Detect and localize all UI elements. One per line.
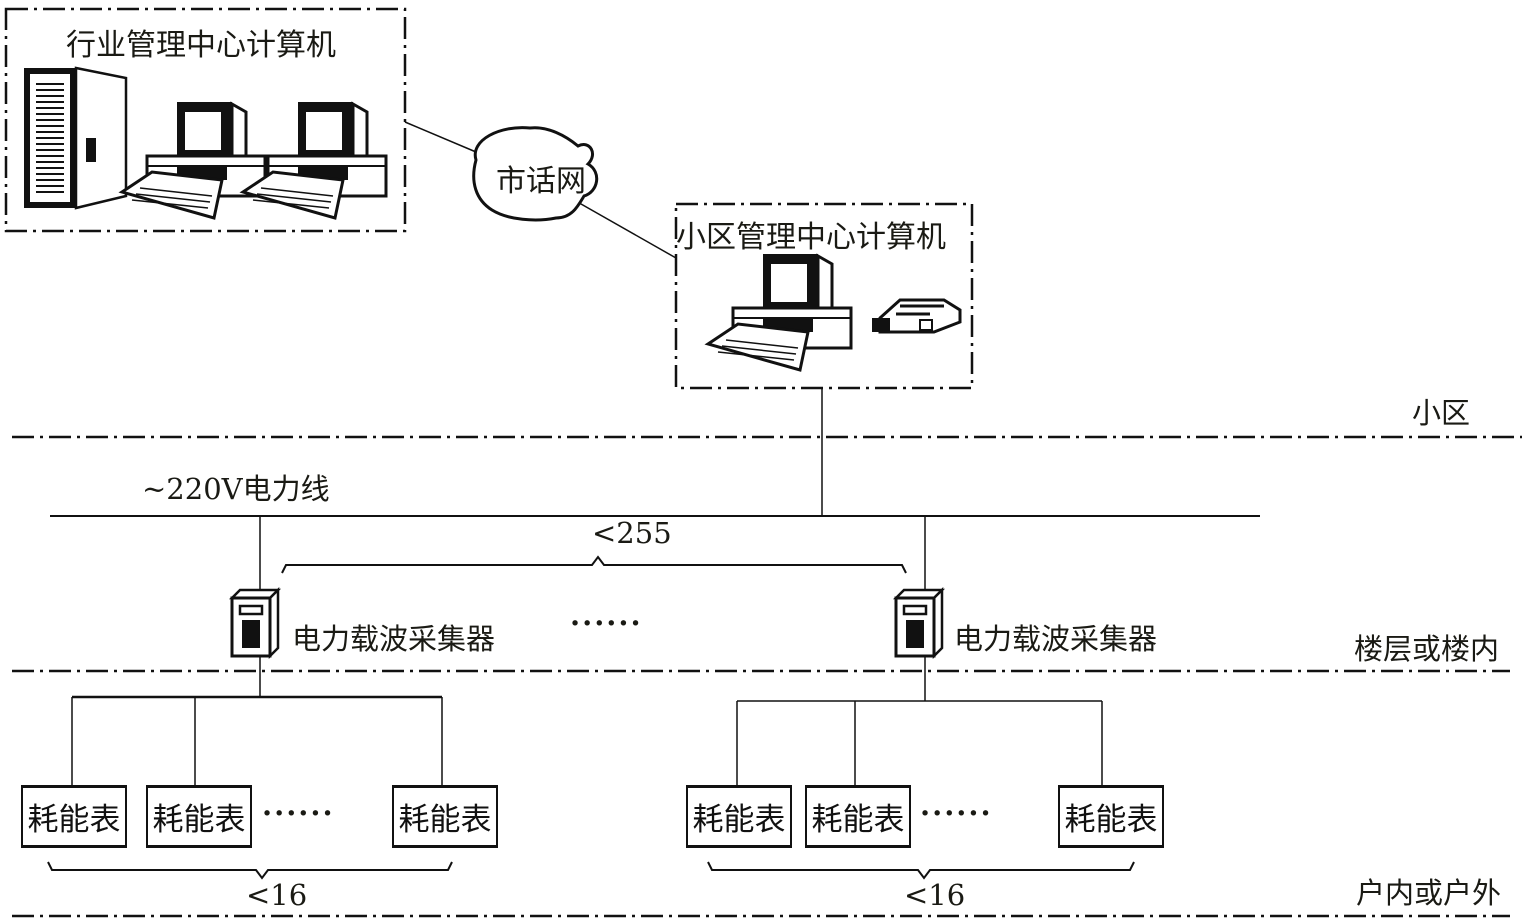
collector-limit-label: <255 [592, 516, 672, 550]
server-icon [24, 66, 128, 210]
district-center-title: 小区管理中心计算机 [676, 220, 946, 255]
zone-label-district: 小区 [1412, 396, 1471, 430]
meter-box: 耗能表 [146, 785, 252, 848]
zone-label-household: 户内或户外 [1356, 876, 1502, 910]
collector-icon [228, 586, 282, 660]
meter-box: 耗能表 [392, 785, 498, 848]
cloud-icon [472, 126, 599, 222]
meter-box: 耗能表 [686, 785, 792, 848]
industry-center-title: 行业管理中心计算机 [66, 28, 336, 63]
meter-label: 耗能表 [692, 802, 786, 838]
collector-label: 电力载波采集器 [954, 622, 1158, 656]
meter-count-brace [707, 861, 1135, 880]
district-center-box [674, 202, 974, 390]
meter-box: 耗能表 [805, 785, 911, 848]
network-label: 市话网 [496, 164, 586, 199]
link-industry-to-network [404, 121, 477, 153]
meter-label: 耗能表 [1064, 802, 1158, 838]
collector-count-brace [281, 555, 907, 574]
collector-label: 电力载波采集器 [292, 622, 496, 656]
meter-count-brace [47, 861, 453, 880]
meter-box: 耗能表 [21, 785, 127, 848]
meter-label: 耗能表 [27, 802, 121, 838]
computer-icon [704, 253, 853, 372]
meter-bus-group-1 [71, 656, 443, 785]
meter-bus-group-2 [736, 656, 1103, 785]
zone-label-floor: 楼层或楼内 [1354, 632, 1500, 666]
collector-icon [892, 586, 946, 660]
meter-label: 耗能表 [811, 802, 905, 838]
meter-limit-label: <16 [904, 878, 966, 912]
power-line-label: ~220V电力线 [142, 472, 330, 506]
meter-label: 耗能表 [398, 802, 492, 838]
computer-icon [239, 101, 388, 220]
meter-label: 耗能表 [152, 802, 246, 838]
link-network-to-district [573, 199, 677, 259]
industry-center-box [4, 7, 407, 233]
meter-box: 耗能表 [1058, 785, 1164, 848]
meter-ellipsis: ······ [262, 796, 335, 830]
printer-icon [872, 298, 962, 334]
computer-icon [118, 101, 267, 220]
meter-ellipsis: ······ [920, 796, 993, 830]
meter-limit-label: <16 [246, 878, 308, 912]
collector-ellipsis: ······ [570, 606, 643, 640]
